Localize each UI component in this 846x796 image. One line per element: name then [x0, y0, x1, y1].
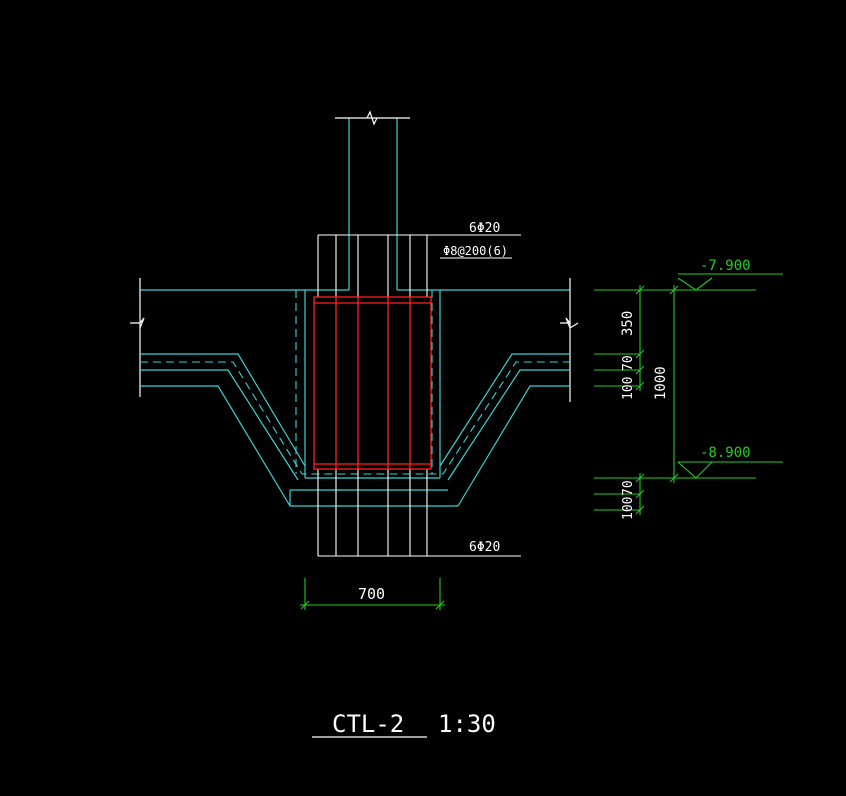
pit-right-line-3	[447, 369, 570, 481]
concrete-outlines	[130, 110, 579, 507]
pit-left-line-1	[140, 353, 306, 467]
dim-70-top-label: 70	[621, 355, 636, 371]
dim-1000-label: 1000	[653, 366, 669, 400]
stirrup-outer	[313, 296, 432, 470]
bottom-rebar-label: 6Φ20	[469, 540, 500, 555]
stirrup-label: Φ8@200(6)	[443, 244, 508, 258]
pit-left-line-3	[140, 369, 299, 481]
pit-left-dashed	[140, 361, 570, 475]
dim-100-top-label: 100	[621, 377, 636, 400]
column-break-symbol	[366, 110, 378, 126]
elevation-bottom-label: -8.900	[700, 445, 751, 461]
pit-right-line-1	[439, 353, 570, 467]
dim-70-bottom-label: 70	[621, 480, 636, 496]
dim-100-bottom-label: 100	[621, 497, 636, 520]
top-rebar-label: 6Φ20	[469, 221, 500, 236]
pit-left-line-4	[140, 385, 291, 507]
pit-right-line-4	[457, 385, 570, 507]
dim-350-label: 350	[620, 311, 636, 336]
rebar-outline-white	[317, 234, 521, 557]
right-break-symbol	[560, 317, 579, 329]
drawing-title: CTL-2	[332, 710, 404, 738]
concrete-dashed-lines	[140, 290, 570, 475]
dimension-lines	[300, 273, 783, 610]
width-dimension-label: 700	[358, 585, 385, 603]
rebar-cage-red	[313, 296, 432, 470]
left-break-symbol	[130, 317, 145, 329]
elevation-top-label: -7.900	[700, 258, 751, 274]
drawing-scale: 1:30	[438, 710, 496, 738]
